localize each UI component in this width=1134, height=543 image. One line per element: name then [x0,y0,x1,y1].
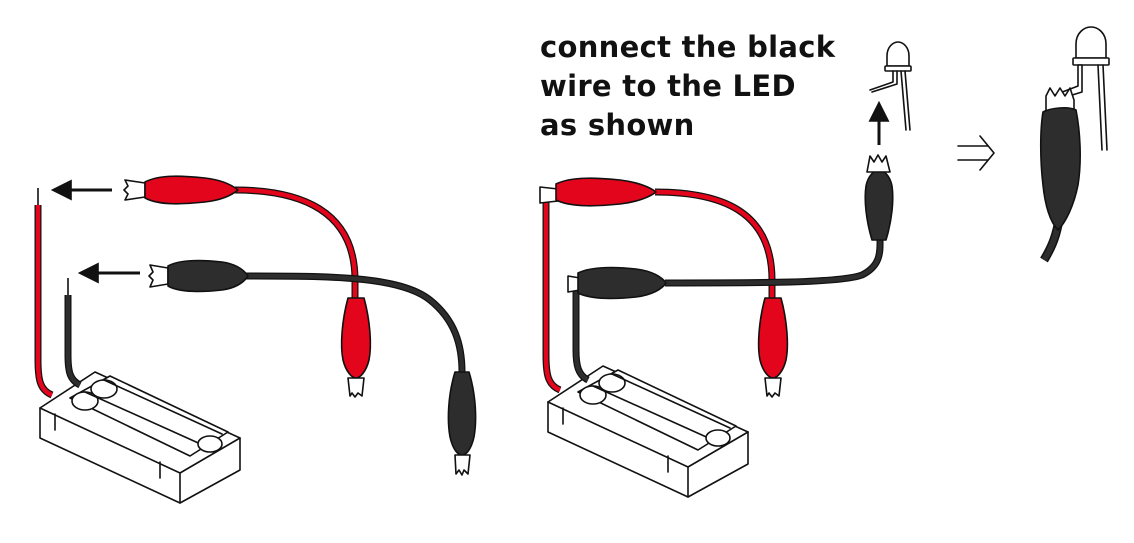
instruction-text: connect the black wire to the LED as sho… [540,28,860,145]
instruction-line: as shown [540,108,695,142]
red-alligator-clip [123,175,239,205]
black-alligator-clip [447,371,477,476]
led-closeup [1039,26,1110,263]
black-alligator-clip [148,259,249,293]
instruction-line: wire to the LED [540,69,796,103]
battery-holder [39,371,241,504]
red-alligator-clip [340,297,372,398]
double-arrow-right-icon [957,135,995,171]
black-alligator-clip [864,154,894,241]
red-alligator-clip [757,297,789,398]
middle-panel [539,41,912,498]
left-panel [34,175,477,504]
black-alligator-clip [1039,107,1081,231]
red-alligator-clip [539,177,657,207]
led [869,41,912,131]
instruction-line: connect the black [540,30,836,64]
black-alligator-clip [567,266,667,300]
battery-holder [547,365,749,498]
